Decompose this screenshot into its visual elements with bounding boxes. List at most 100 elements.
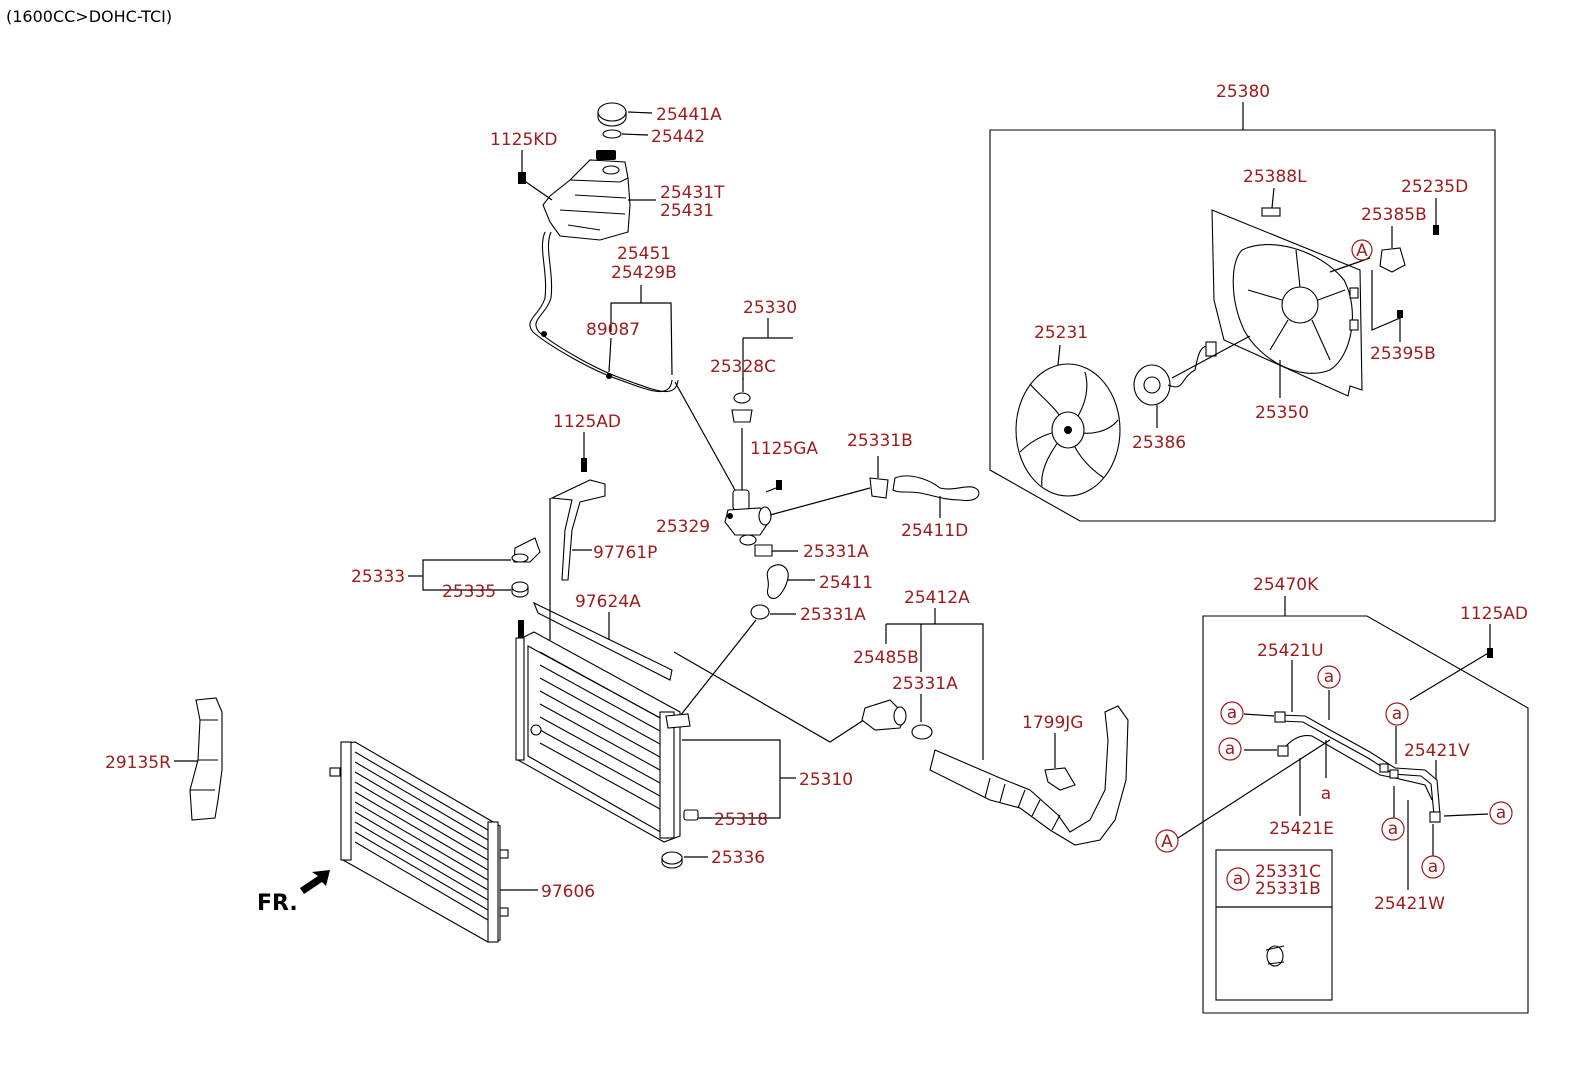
- label-25350: 25350: [1255, 403, 1309, 423]
- svg-text:a: a: [1233, 869, 1243, 889]
- callout-a-far-right: a: [1489, 801, 1513, 825]
- front-direction-indicator: FR.: [257, 870, 330, 916]
- lower-hose-25412A: [929, 705, 1129, 846]
- label-25235D: 25235D: [1401, 177, 1468, 197]
- label-25331A-1: 25331A: [803, 542, 869, 562]
- label-1799JG: 1799JG: [1022, 713, 1083, 733]
- hose-clamp-icon: [1265, 945, 1285, 967]
- callout-a-bottom-2: a: [1421, 855, 1445, 879]
- label-25421E: 25421E: [1269, 819, 1334, 839]
- hose-clip-89087: [541, 331, 547, 337]
- o-ring-25442: [602, 129, 622, 139]
- bolt-1125KD: [518, 172, 526, 184]
- clip-1799JG: [1044, 767, 1076, 791]
- bolt-1125AD-right: [1487, 648, 1493, 658]
- drain-plug-25318: [683, 809, 699, 821]
- label-25331B: 25331B: [847, 431, 913, 451]
- leader-25331B: [769, 487, 871, 516]
- clamp-25331A-lower: [911, 724, 933, 740]
- oil-cooler-tubes-25421: [1274, 711, 1441, 823]
- callout-a-legend: a: [1226, 867, 1250, 891]
- label-25318: 25318: [714, 810, 768, 830]
- bolt-1125GA: [765, 480, 782, 493]
- fan-motor-25386: [1133, 341, 1217, 406]
- reservoir-tank-25431: [542, 150, 631, 241]
- label-25421V: 25421V: [1404, 741, 1470, 761]
- label-25388L: 25388L: [1243, 167, 1307, 187]
- bracket-97761P: [549, 458, 606, 581]
- label-25385B: 25385B: [1361, 205, 1427, 225]
- label-25335: 25335: [442, 582, 496, 602]
- hose-25411D: [892, 475, 980, 502]
- reservoir-hose-25451: [529, 231, 673, 393]
- leader-to-hose-fitting: [673, 651, 871, 743]
- hose-clip: [606, 373, 612, 379]
- leader-25412A-bracket: [886, 623, 984, 760]
- label-25395B: 25395B: [1370, 344, 1436, 364]
- front-label: FR.: [257, 891, 298, 916]
- fan-assembly-frame: [989, 129, 1496, 522]
- leader-25333-bracket: [422, 559, 511, 591]
- callout-a-top: a: [1317, 665, 1341, 689]
- leader-25388L: [1271, 187, 1275, 209]
- water-outlet-25329: [724, 489, 772, 546]
- leader-25231: [1057, 344, 1061, 366]
- label-1125AD-top: 1125AD: [553, 412, 621, 432]
- screw-25235D: [1433, 225, 1439, 235]
- callout-a-plain: a: [1321, 784, 1331, 804]
- label-25421U: 25421U: [1257, 641, 1324, 661]
- svg-text:a: a: [1324, 667, 1334, 687]
- clamp-25331B: [869, 477, 889, 499]
- svg-text:A: A: [1356, 241, 1368, 261]
- label-25231: 25231: [1034, 323, 1088, 343]
- screw-25395B: [1397, 310, 1403, 318]
- insulator-25336: [661, 851, 683, 869]
- radiator-25310: [515, 620, 691, 843]
- label-25441A: 25441A: [656, 105, 722, 125]
- part-labels: 25441A 25442 1125KD 25431T 25431 25451 2…: [105, 82, 1528, 914]
- leader-lines-reservoir: [521, 111, 793, 491]
- label-tag-25388L: [1261, 207, 1281, 217]
- leader-25395B-link: [1371, 270, 1401, 331]
- svg-text:a: a: [1225, 739, 1235, 759]
- callout-A-fan: A: [1351, 239, 1373, 261]
- callout-a-left-1: a: [1220, 701, 1244, 725]
- callout-a-left-2: a: [1218, 737, 1242, 761]
- label-1125KD: 1125KD: [490, 130, 558, 150]
- label-25331C: 25331C: [1255, 862, 1321, 882]
- label-25333: 25333: [351, 567, 405, 587]
- label-25328C: 25328C: [710, 357, 776, 377]
- label-97624A: 97624A: [575, 592, 641, 612]
- arrow-a-1: [1243, 713, 1275, 717]
- svg-text:a: a: [1428, 857, 1438, 877]
- label-25442: 25442: [651, 127, 705, 147]
- clamp-25331A-middle: [750, 604, 770, 620]
- leader-to-radiator: [679, 619, 757, 717]
- callout-a-right-top: a: [1385, 702, 1409, 726]
- air-guide-97624A: [532, 601, 673, 681]
- insulator-25335: [511, 581, 529, 598]
- lower-hose-rings: [984, 777, 1061, 831]
- leader-25310-bracket: [682, 739, 781, 819]
- label-25411D: 25411D: [901, 521, 968, 541]
- callout-a-bottom-1: a: [1381, 817, 1405, 841]
- resistor-25385B: [1379, 247, 1406, 273]
- label-25329: 25329: [656, 517, 710, 537]
- label-1125GA: 1125GA: [750, 439, 818, 459]
- leader-1125AD-right: [1409, 651, 1491, 701]
- reservoir-cap-25441A: [597, 102, 627, 127]
- label-25310: 25310: [799, 770, 853, 790]
- label-25330: 25330: [743, 298, 797, 318]
- air-deflector-29135R: [189, 697, 223, 821]
- label-25331A-2: 25331A: [800, 605, 866, 625]
- label-1125AD-right: 1125AD: [1460, 604, 1528, 624]
- label-25431: 25431: [660, 201, 714, 221]
- label-89087: 89087: [586, 320, 640, 340]
- fan-blade-25231: [1015, 363, 1121, 497]
- label-25485B: 25485B: [853, 648, 919, 668]
- label-25411: 25411: [819, 573, 873, 593]
- hose-fitting-25485B: [861, 699, 907, 731]
- svg-text:a: a: [1388, 819, 1398, 839]
- gasket-25328C: [733, 392, 751, 404]
